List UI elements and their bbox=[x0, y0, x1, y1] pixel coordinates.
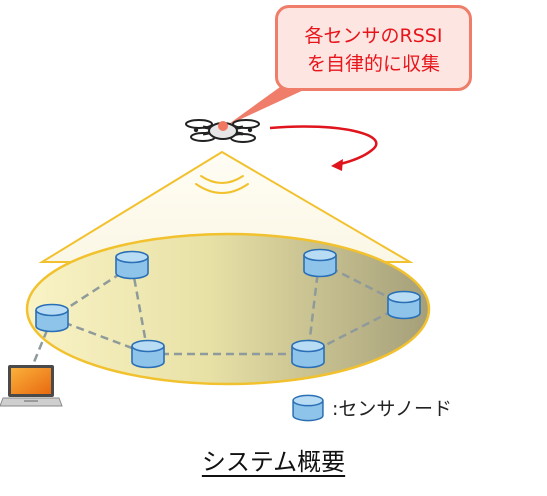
laptop-icon bbox=[0, 365, 63, 407]
sensor-node-icon bbox=[291, 339, 325, 369]
legend-sensor-node-icon bbox=[292, 394, 324, 422]
signal-wave-icon bbox=[195, 175, 249, 194]
callout-line-1: 各センサのRSSI bbox=[304, 25, 443, 47]
legend-label: :センサノード bbox=[332, 398, 453, 420]
sensor-node-icon bbox=[115, 250, 149, 280]
callout-pointer bbox=[226, 82, 308, 126]
sensor-node-icon bbox=[35, 303, 69, 333]
coverage-area bbox=[25, 232, 431, 386]
sensor-node-icon bbox=[303, 248, 337, 278]
diagram-caption: システム概要 bbox=[0, 442, 547, 477]
drone-icon bbox=[185, 119, 260, 143]
callout-line-2: を自律的に収集 bbox=[306, 53, 440, 75]
curved-arrow-icon bbox=[269, 125, 378, 171]
sensor-node-icon bbox=[387, 290, 421, 320]
sensor-node-icon bbox=[131, 339, 165, 369]
caption-text: システム概要 bbox=[201, 448, 346, 476]
callout-box: 各センサのRSSI を自律的に収集 bbox=[275, 5, 472, 91]
